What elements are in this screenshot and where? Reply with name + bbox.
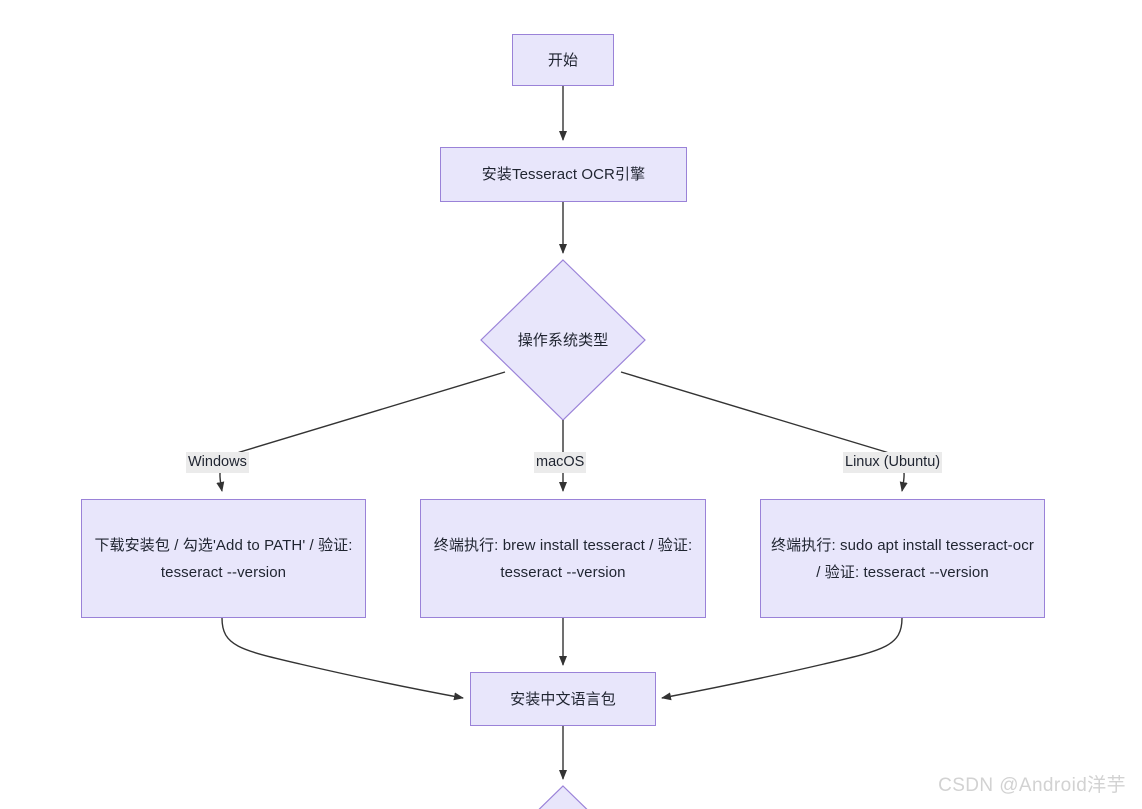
node-start[interactable]: 开始: [512, 34, 614, 86]
edge-label-macos: macOS: [534, 452, 587, 473]
node-windows-steps[interactable]: 下载安装包 / 勾选'Add to PATH' / 验证: tesseract …: [81, 499, 366, 618]
node-shape-next: [538, 785, 588, 809]
edge-label-macos-text: macOS: [536, 454, 585, 470]
node-start-label: 开始: [547, 51, 579, 69]
edge-label-linux: Linux (Ubuntu): [843, 452, 943, 473]
edge-label-windows: Windows: [186, 452, 249, 473]
node-macos-steps[interactable]: 终端执行: brew install tesseract / 验证: tesse…: [420, 499, 706, 618]
edge-linux-to-lang: [661, 617, 903, 701]
node-os-type-label-wrap: 操作系统类型: [481, 318, 645, 362]
node-install-tesseract-label: 安装Tesseract OCR引擎: [481, 166, 646, 183]
node-os-type-label: 操作系统类型: [517, 331, 609, 349]
node-windows-steps-label: 下载安装包 / 勾选'Add to PATH' / 验证: tesseract …: [94, 536, 353, 581]
node-install-tesseract[interactable]: 安装Tesseract OCR引擎: [440, 147, 687, 202]
watermark: CSDN @Android洋芋: [938, 775, 1126, 796]
edge-label-linux-text: Linux (Ubuntu): [845, 454, 941, 470]
node-macos-steps-label: 终端执行: brew install tesseract / 验证: tesse…: [433, 536, 693, 581]
node-install-chinese-langpack-label: 安装中文语言包: [510, 690, 616, 708]
node-install-chinese-langpack[interactable]: 安装中文语言包: [470, 672, 656, 726]
node-linux-steps[interactable]: 终端执行: sudo apt install tesseract-ocr / 验…: [760, 499, 1045, 618]
edge-os-to-linux: [620, 371, 908, 492]
node-linux-steps-label: 终端执行: sudo apt install tesseract-ocr / 验…: [771, 536, 1034, 581]
edge-windows-to-lang: [221, 617, 464, 701]
edge-label-windows-text: Windows: [188, 454, 247, 470]
edge-os-to-windows: [216, 371, 506, 492]
